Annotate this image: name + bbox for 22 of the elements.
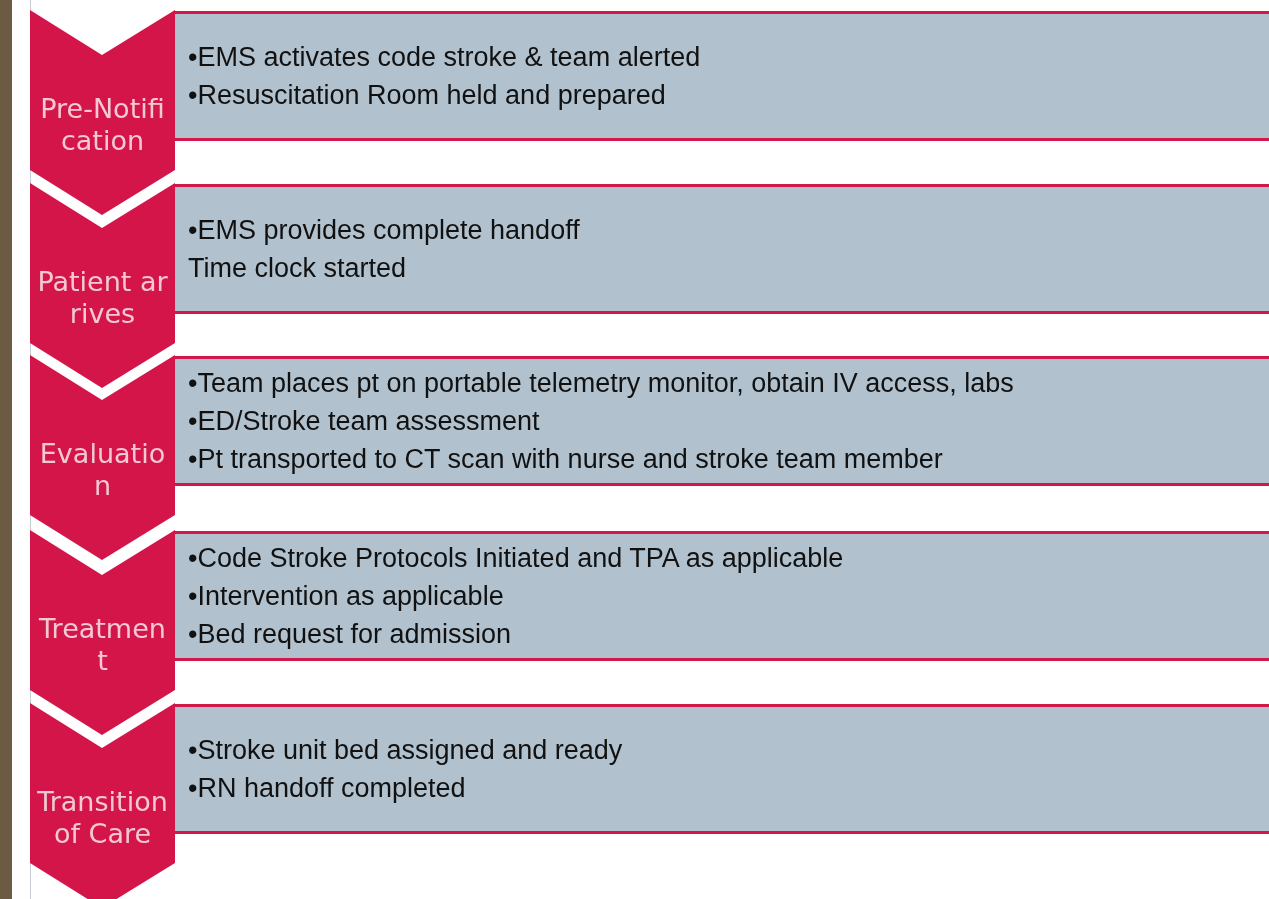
step-panel: [173, 356, 1269, 486]
step-panel: [173, 531, 1269, 661]
bullet-text: •Intervention as applicable: [188, 579, 505, 613]
bullet-text: •EMS provides complete handoff: [188, 213, 581, 247]
bullet-text: •Code Stroke Protocols Initiated and TPA as applicable: [188, 541, 845, 575]
bullet-text: •RN handoff completed: [188, 772, 467, 805]
step-label: Treatment: [38, 612, 167, 678]
bullet-text: •Resuscitation Room held and prepared: [188, 79, 667, 112]
step-panel: [173, 184, 1269, 314]
step-label: Evaluation: [38, 437, 167, 503]
step-panel: [173, 704, 1269, 834]
bullet-text: •Bed request for admission: [188, 618, 513, 652]
step-label: Transition of Care: [36, 785, 169, 851]
step-label: Patient arrives: [36, 265, 169, 331]
step-label: Pre-Notification: [39, 92, 166, 158]
bullet-text: •Team places pt on portable telemetry monitor, obtain IV access, labs: [188, 366, 1015, 400]
bullet-text: •ED/Stroke team assessment: [188, 404, 541, 438]
bullet-text: Time clock started: [188, 252, 408, 285]
bullet-text: •EMS activates code stroke & team alerted: [188, 40, 702, 74]
bullet-text: •Stroke unit bed assigned and ready: [188, 733, 624, 767]
step-panel: [173, 11, 1269, 141]
bullet-text: •Pt transported to CT scan with nurse and stroke team member: [188, 443, 944, 477]
